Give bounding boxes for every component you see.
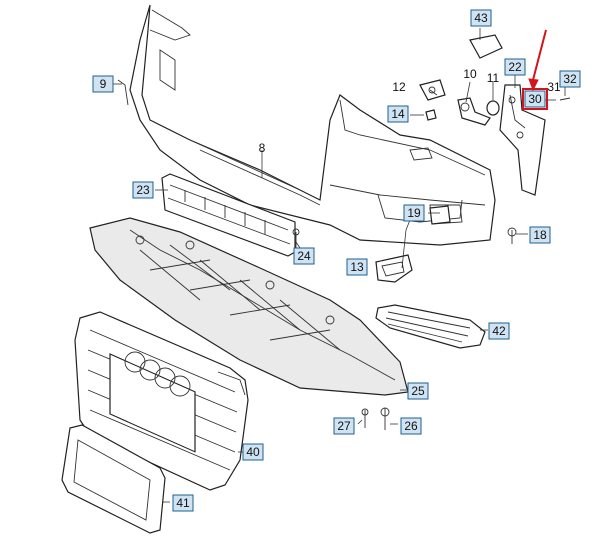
callout-19: 19 [403, 204, 425, 222]
callout-24: 24 [293, 247, 315, 265]
grommet [486, 100, 500, 116]
callout-number-22: 22 [508, 60, 522, 74]
label-number-12: 12 [392, 80, 406, 94]
spray-nozzle-cover [419, 79, 446, 101]
callout-9: 9 [92, 75, 114, 93]
highlight-arrow [528, 29, 547, 92]
clip-nut [425, 109, 437, 121]
lower-support-panel [89, 217, 409, 396]
side-guide-bracket [499, 84, 546, 196]
center-bracket [161, 173, 296, 257]
callout-box-13 [346, 258, 368, 276]
callout-box-26 [400, 417, 422, 435]
callout-box-24 [293, 247, 315, 265]
callout-labels: 43 9 22 32 30 14 23 19 18 24 13 42 25 27 26 40 41 [92, 9, 581, 512]
sensor-bracket [457, 97, 491, 126]
callout-number-40: 40 [246, 445, 260, 459]
callout-box-25 [407, 382, 429, 400]
fastener-screws [117, 79, 571, 430]
callout-23: 23 [132, 181, 154, 199]
callout-number-13: 13 [350, 260, 364, 274]
callout-42: 42 [488, 322, 510, 340]
label-number-10: 10 [463, 67, 477, 81]
callout-32: 32 [559, 70, 581, 88]
callout-box-22 [504, 58, 526, 76]
label-number-8: 8 [259, 141, 266, 155]
highlight-frame [522, 88, 548, 110]
callout-box-27 [333, 417, 355, 435]
callout-box-19 [403, 204, 425, 222]
callout-box-18 [529, 226, 551, 244]
sensor-holder [429, 205, 451, 225]
callout-number-14: 14 [391, 107, 405, 121]
callout-43: 43 [470, 9, 492, 27]
callout-number-9: 9 [100, 77, 107, 91]
bumper-cover [129, 4, 496, 246]
callout-30: 30 [522, 88, 548, 110]
callout-box-42 [488, 322, 510, 340]
cover-cap [469, 34, 503, 59]
callout-number-41: 41 [176, 496, 190, 510]
callout-box-40 [242, 443, 264, 461]
callout-number-19: 19 [407, 206, 421, 220]
callout-14: 14 [387, 105, 409, 123]
callout-41: 41 [172, 494, 194, 512]
callout-number-27: 27 [337, 419, 351, 433]
callout-box-23 [132, 181, 154, 199]
callout-40: 40 [242, 443, 264, 461]
label-number-11: 11 [487, 71, 500, 85]
callout-26: 26 [400, 417, 422, 435]
callout-box-32 [559, 70, 581, 88]
callout-number-18: 18 [533, 228, 547, 242]
callout-25: 25 [407, 382, 429, 400]
fog-lamp-grille [375, 304, 486, 349]
license-plate-holder [61, 424, 166, 534]
callout-13: 13 [346, 258, 368, 276]
callout-number-23: 23 [136, 183, 150, 197]
callout-number-43: 43 [474, 11, 488, 25]
callout-27: 27 [333, 417, 355, 435]
callout-22: 22 [504, 58, 526, 76]
callout-box-9 [92, 75, 114, 93]
trim-bezel [375, 254, 413, 283]
plain-number-labels: 12 10 11 31 8 [259, 67, 561, 155]
callout-box-43 [470, 9, 492, 27]
leader-lines [112, 28, 566, 503]
callout-number-24: 24 [297, 249, 311, 263]
callout-18: 18 [529, 226, 551, 244]
callout-number-32: 32 [563, 72, 577, 86]
callout-box-41 [172, 494, 194, 512]
callout-number-26: 26 [404, 419, 418, 433]
label-number-31: 31 [547, 80, 561, 94]
callout-number-30: 30 [528, 92, 542, 106]
callout-box-30 [524, 90, 546, 108]
callout-number-42: 42 [492, 324, 506, 338]
callout-number-25: 25 [411, 384, 425, 398]
callout-box-14 [387, 105, 409, 123]
